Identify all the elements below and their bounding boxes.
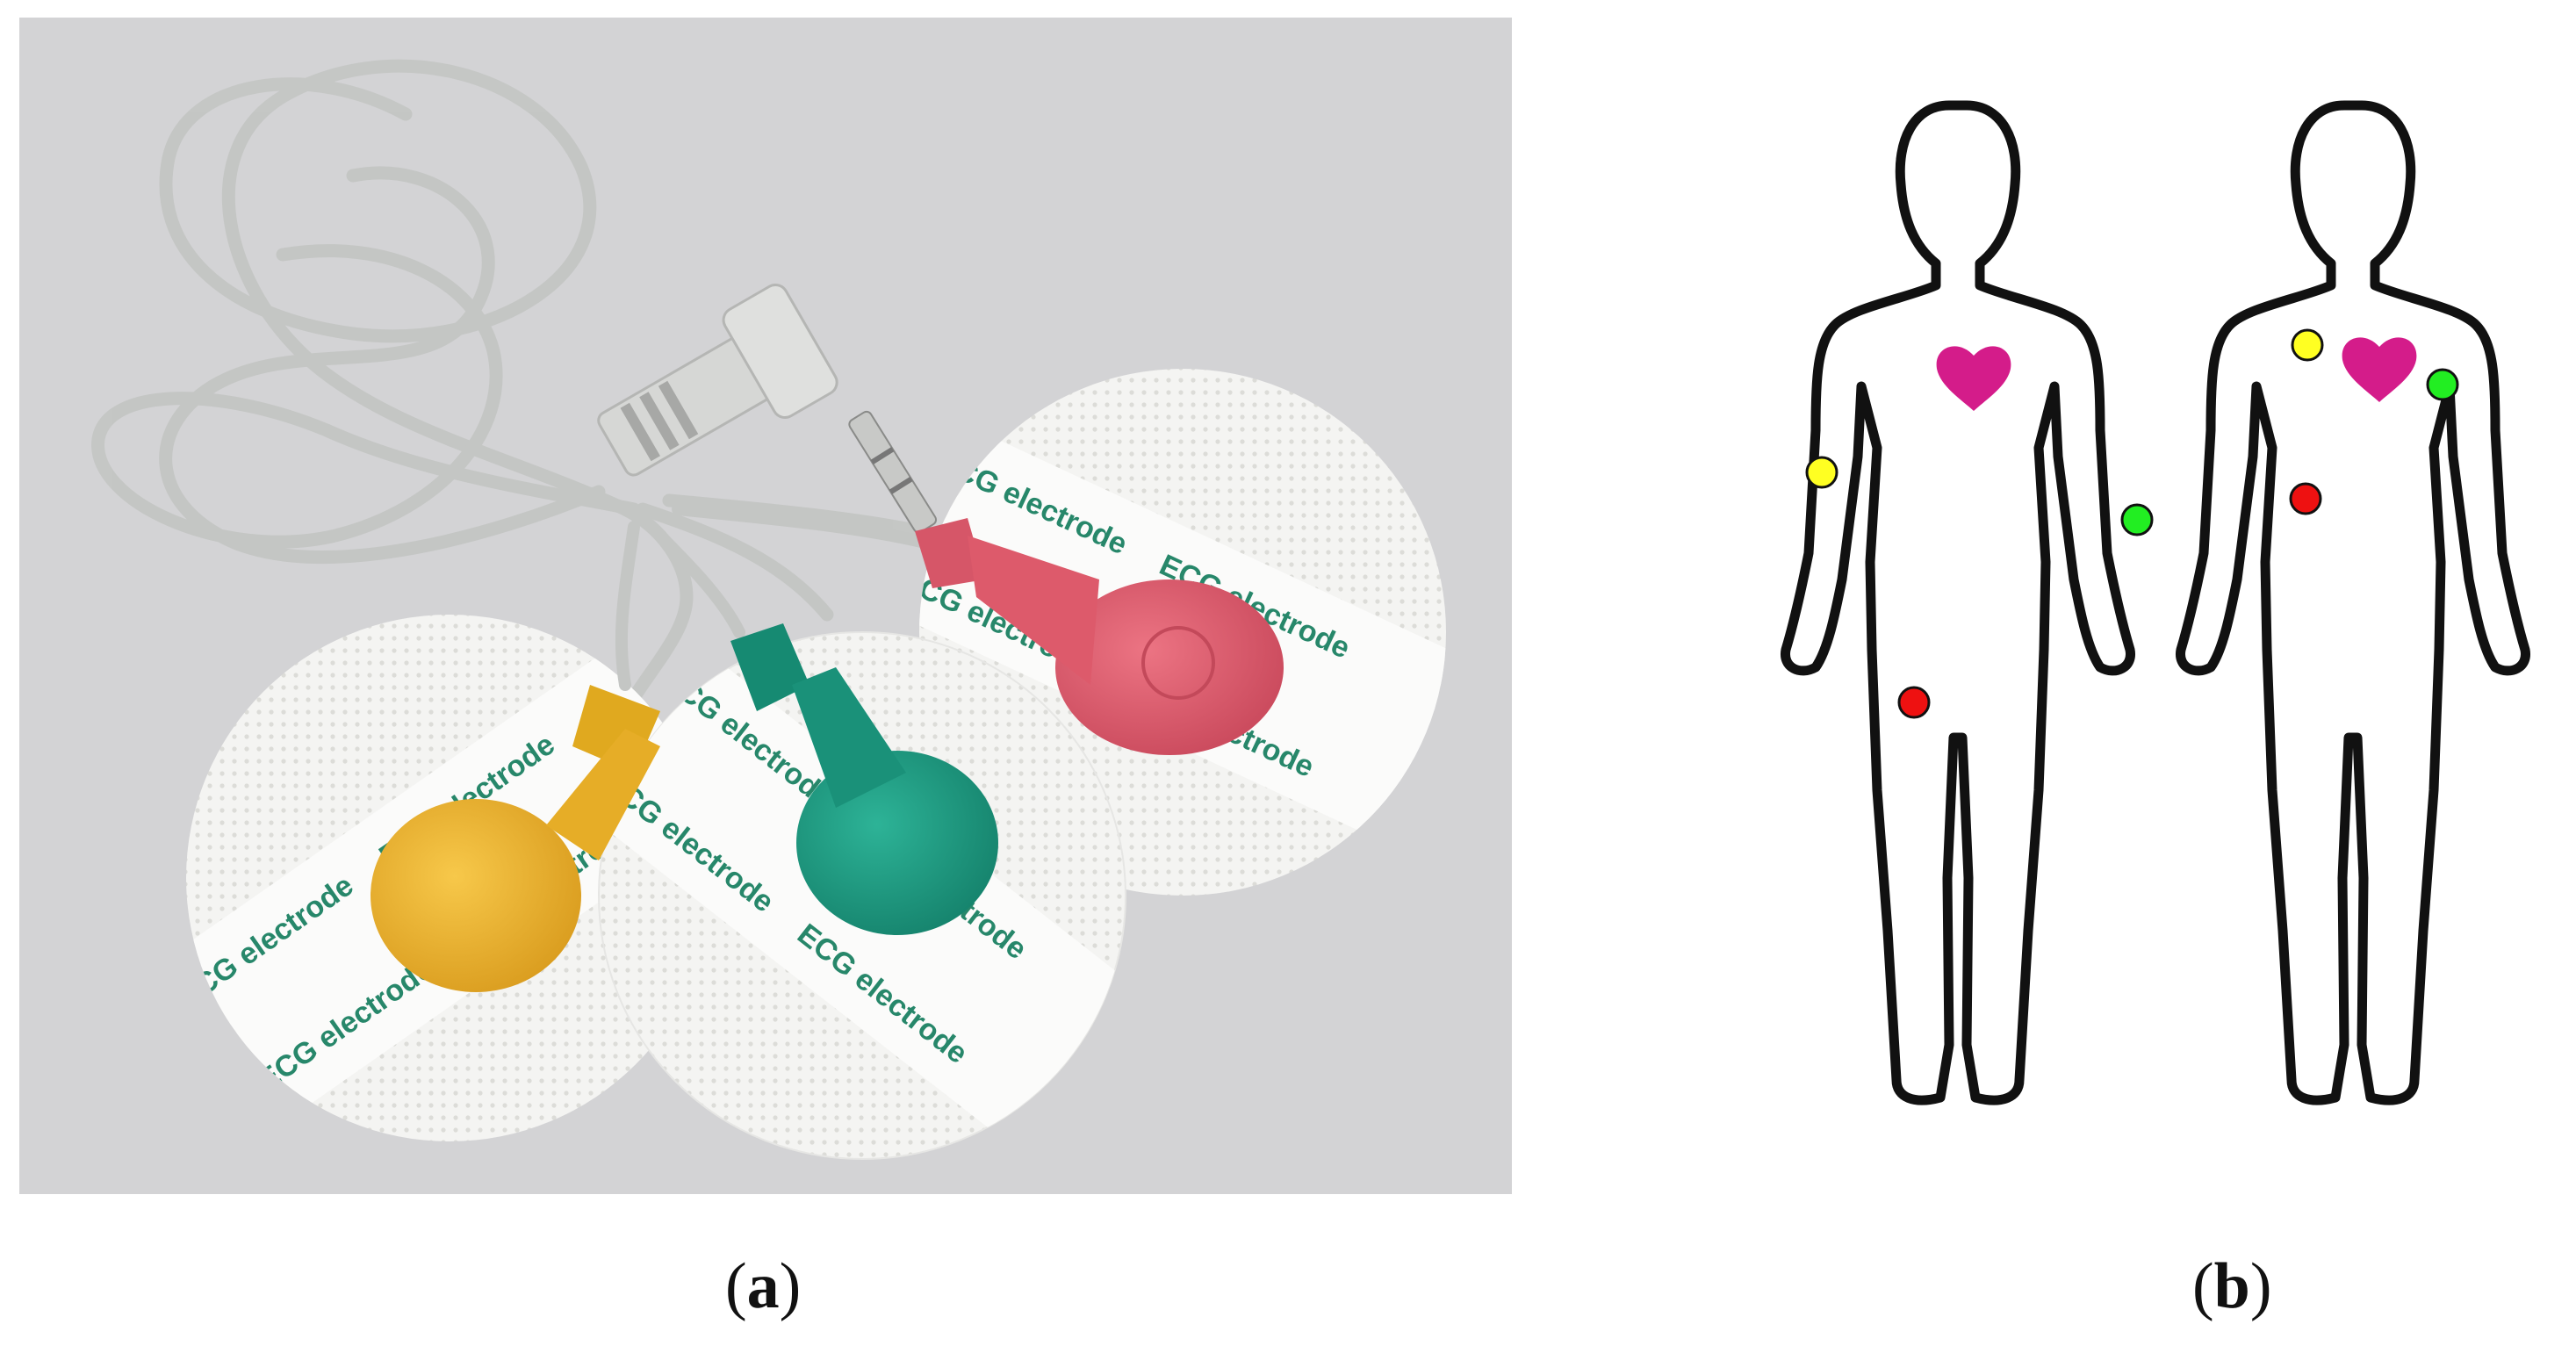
- yellow-lead-clip: [371, 685, 660, 992]
- yellow-electrode-marker: [2291, 328, 2324, 362]
- red-electrode-marker: [1897, 686, 1931, 719]
- green-electrode-marker: [2120, 503, 2154, 536]
- electrode-placement-diagram: [1774, 88, 2576, 1141]
- green-electrode-marker: [2426, 368, 2459, 401]
- ecg-electrodes-photo: ECG electrode ECG electrode ECG electrod…: [19, 18, 1512, 1194]
- red-electrode-marker: [2289, 482, 2322, 515]
- audio-jack-plug: [597, 284, 938, 534]
- heart-icon: [1936, 346, 2011, 411]
- body-outline-left: [1785, 105, 2130, 1100]
- yellow-electrode-marker: [1805, 456, 1838, 489]
- green-lead-clip: [730, 623, 998, 935]
- panel-a-caption: (a): [725, 1250, 802, 1322]
- heart-icon: [2342, 337, 2417, 402]
- panel-b-caption: (b): [2192, 1250, 2272, 1322]
- red-lead-clip: [915, 518, 1284, 755]
- cable: [91, 59, 948, 718]
- body-outline-right: [2180, 105, 2525, 1100]
